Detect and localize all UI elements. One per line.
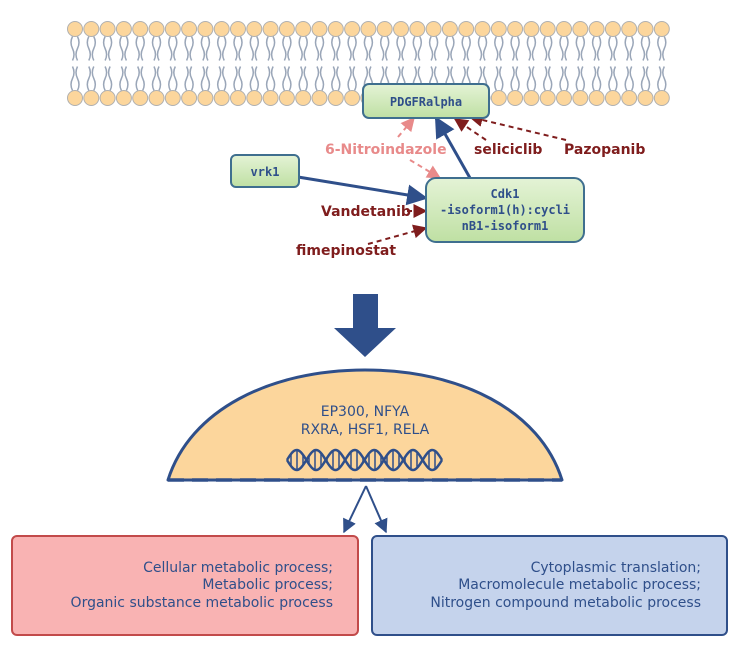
edge-vrk1-to-cdk1 <box>297 175 429 206</box>
tf-line-1: EP300, NFYA <box>321 404 410 420</box>
node-cdk1-line-2: -isoform1(h):cycli <box>440 203 570 217</box>
node-vrk1[interactable]: vrk1 <box>230 154 300 188</box>
edge-nucleus-to-right-process <box>365 485 388 534</box>
edges <box>297 113 567 245</box>
drug-pazopanib: Pazopanib <box>564 142 645 158</box>
edge-pazopanib-to-pdgfr <box>468 113 567 141</box>
edge-nucleus-to-left-process <box>343 485 367 534</box>
drug-seliciclib: seliciclib <box>474 142 542 158</box>
process-right-line-2: Macromolecule metabolic process; <box>458 577 701 593</box>
edge-cdk1-to-pdgfr <box>434 116 472 179</box>
drug-6-nitroindazole: 6-Nitroindazole <box>325 142 447 158</box>
edge-seliciclib-to-pdgfr <box>453 118 487 141</box>
process-box-right: Cytoplasmic translation; Macromolecule m… <box>371 535 728 636</box>
big-down-arrow <box>334 294 396 357</box>
process-right-line-1: Cytoplasmic translation; <box>531 560 701 576</box>
node-cdk1-cyclinb1[interactable]: Cdk1 -isoform1(h):cycli nB1-isoform1 <box>425 177 585 243</box>
node-pdgfralpha-label: PDGFRalpha <box>390 95 462 109</box>
process-left-line-2: Metabolic process; <box>202 577 333 593</box>
drug-fimepinostat: fimepinostat <box>296 243 396 259</box>
process-left-line-3: Organic substance metabolic process <box>71 595 333 611</box>
node-pdgfralpha[interactable]: PDGFRalpha <box>362 83 490 119</box>
process-right-line-3: Nitrogen compound metabolic process <box>430 595 701 611</box>
edge-fimepinostat-to-cdk1 <box>367 224 428 245</box>
node-vrk1-label: vrk1 <box>251 165 280 179</box>
tf-line-2: RXRA, HSF1, RELA <box>301 422 430 438</box>
node-cdk1-line-1: Cdk1 <box>491 187 520 201</box>
process-left-line-1: Cellular metabolic process; <box>143 560 333 576</box>
edge-nitroindazole-to-pdgfr <box>397 116 415 138</box>
drug-vandetanib: Vandetanib <box>321 204 411 220</box>
edge-nitroindazole-to-cdk1 <box>409 159 442 179</box>
node-cdk1-line-3: nB1-isoform1 <box>462 219 549 233</box>
dna-helix-icon <box>285 448 444 472</box>
process-box-left: Cellular metabolic process; Metabolic pr… <box>11 535 359 636</box>
nucleus: EP300, NFYA RXRA, HSF1, RELA <box>166 368 564 482</box>
